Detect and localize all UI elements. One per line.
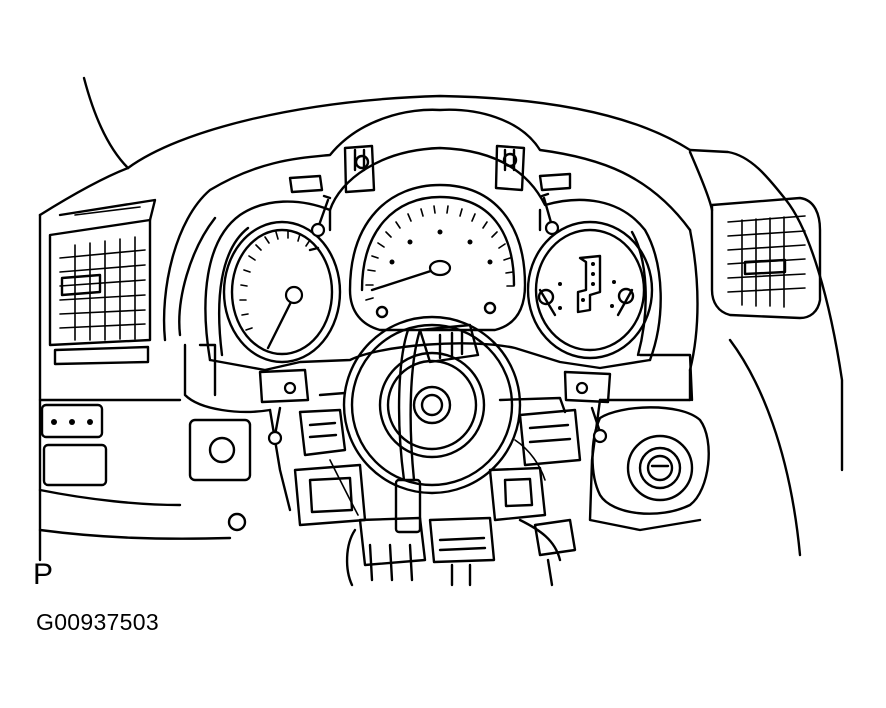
illustration-id: G00937503	[36, 609, 159, 635]
speedometer-ticks	[365, 205, 515, 301]
lower-mounting-tabs	[198, 343, 694, 404]
ignition-key-cylinder	[591, 406, 710, 515]
left-switch-panel	[40, 403, 252, 532]
combination-meter-frame	[204, 146, 662, 372]
upper-left-screw	[310, 194, 332, 238]
tachometer-gauge	[222, 220, 342, 364]
view-label: P	[33, 558, 54, 591]
upper-clips	[288, 144, 572, 232]
lower-right-screw	[575, 381, 608, 444]
cluster-bezel	[162, 108, 702, 532]
lower-left-screw	[267, 381, 297, 446]
fuel-temperature-gauge	[526, 220, 654, 360]
right-air-vent	[688, 150, 822, 320]
speedometer-gauge	[348, 183, 527, 332]
dashboard-outline	[38, 76, 844, 562]
tachometer-ticks	[239, 230, 311, 331]
upper-right-screw	[540, 192, 560, 236]
spiral-cable-assembly	[342, 315, 522, 534]
steering-column-mechanism	[293, 391, 582, 587]
left-air-vent	[48, 198, 157, 366]
